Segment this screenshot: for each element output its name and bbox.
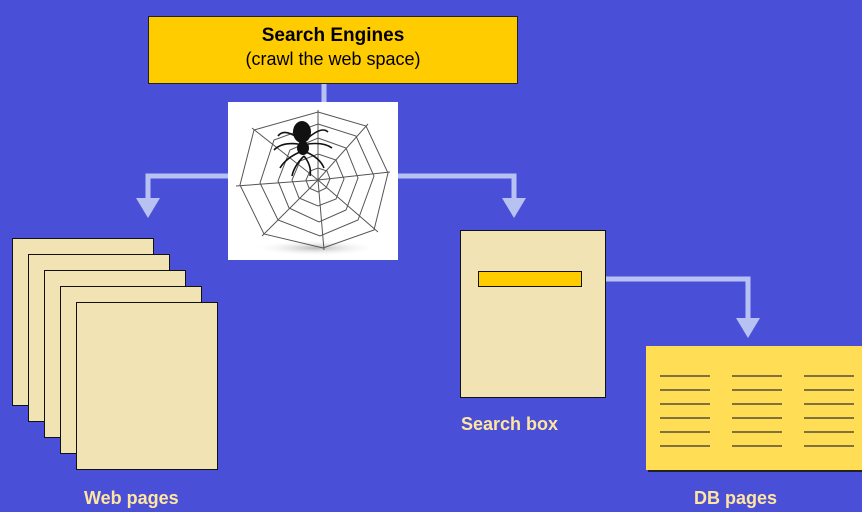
spider-web-icon — [235, 110, 391, 256]
web-pages-label: Web pages — [84, 488, 179, 508]
left-arrowhead — [136, 198, 160, 218]
search-box-label: Search box — [461, 414, 559, 434]
search-engines-box: Search Engines (crawl the web space) — [148, 16, 518, 84]
left-connector — [145, 173, 228, 200]
search-input[interactable] — [478, 271, 582, 287]
spider-web-image — [228, 102, 398, 260]
web-page-5 — [76, 302, 218, 470]
db-pages-label: DB pages — [694, 488, 778, 508]
search-box-page — [460, 230, 606, 398]
title-line2: (crawl the web space) — [245, 49, 421, 69]
right-arrowhead — [502, 198, 526, 218]
db-page — [646, 346, 862, 470]
right-connector — [398, 173, 517, 200]
title-line1: Search Engines — [261, 25, 405, 46]
db-connector — [590, 276, 751, 320]
db-arrowhead — [736, 318, 760, 338]
db-table-lines — [660, 375, 854, 447]
